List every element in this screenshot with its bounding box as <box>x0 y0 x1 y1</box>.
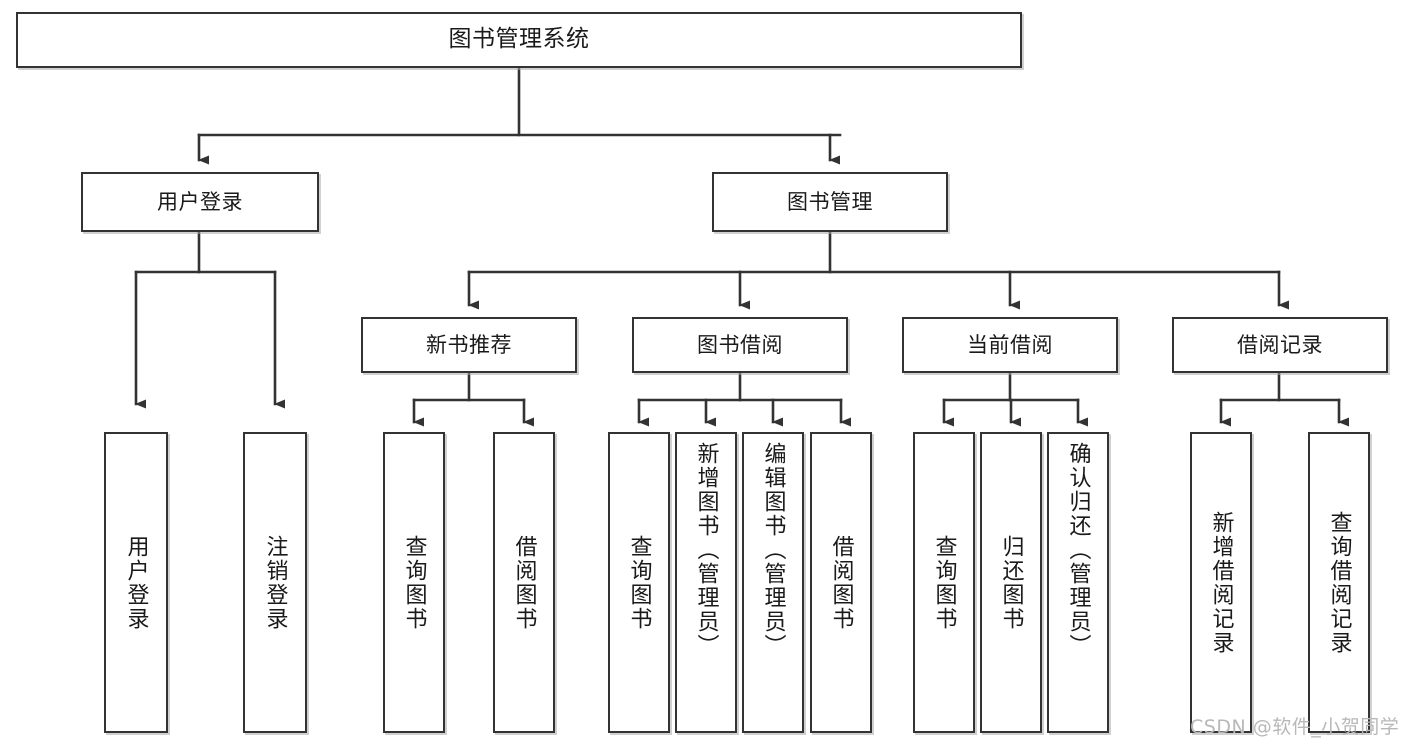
node-borrow-record-label: 借阅记录 <box>1237 332 1323 357</box>
node-root-system-label: 图书管理系统 <box>448 26 590 53</box>
node-borrow-record[interactable]: 借阅记录 <box>1172 317 1388 373</box>
node-leaf-borrow-record-add[interactable]: 新增借阅记录 <box>1190 432 1252 733</box>
node-leaf-current-borrow-confirm[interactable]: 确认归还（管理员） <box>1047 432 1109 733</box>
node-leaf-current-borrow-query[interactable]: 查询图书 <box>913 432 975 733</box>
watermark-text: CSDN @软件_小贺同学 <box>1190 716 1400 738</box>
node-user-login[interactable]: 用户登录 <box>81 172 319 232</box>
node-new-book-recommend[interactable]: 新书推荐 <box>361 317 577 373</box>
node-current-borrow-label: 当前借阅 <box>967 332 1053 357</box>
node-leaf-book-borrow-add-label: 新增图书（管理员） <box>693 442 719 658</box>
node-leaf-user-login-login-label: 用户登录 <box>123 534 149 631</box>
node-leaf-book-borrow-query[interactable]: 查询图书 <box>608 432 670 733</box>
node-leaf-book-borrow-query-label: 查询图书 <box>626 534 652 631</box>
node-leaf-new-book-query[interactable]: 查询图书 <box>383 432 445 733</box>
node-leaf-borrow-record-add-label: 新增借阅记录 <box>1208 510 1234 655</box>
node-user-login-label: 用户登录 <box>157 189 243 214</box>
node-book-borrow[interactable]: 图书借阅 <box>632 317 848 373</box>
node-leaf-user-login-logout[interactable]: 注销登录 <box>243 432 307 733</box>
node-current-borrow[interactable]: 当前借阅 <box>902 317 1118 373</box>
node-leaf-new-book-borrow-label: 借阅图书 <box>511 534 537 631</box>
node-leaf-current-borrow-return[interactable]: 归还图书 <box>980 432 1042 733</box>
node-book-borrow-label: 图书借阅 <box>697 332 783 357</box>
node-leaf-user-login-logout-label: 注销登录 <box>262 534 288 631</box>
node-leaf-book-borrow-add[interactable]: 新增图书（管理员） <box>675 432 737 733</box>
node-leaf-book-borrow-edit-label: 编辑图书（管理员） <box>760 442 786 658</box>
node-leaf-current-borrow-confirm-label: 确认归还（管理员） <box>1065 442 1091 658</box>
node-leaf-book-borrow-edit[interactable]: 编辑图书（管理员） <box>742 432 804 733</box>
node-leaf-new-book-query-label: 查询图书 <box>401 534 427 631</box>
node-leaf-current-borrow-return-label: 归还图书 <box>998 534 1024 631</box>
node-leaf-new-book-borrow[interactable]: 借阅图书 <box>493 432 555 733</box>
node-leaf-book-borrow-borrow[interactable]: 借阅图书 <box>810 432 872 733</box>
node-leaf-user-login-login[interactable]: 用户登录 <box>104 432 168 733</box>
node-root-system[interactable]: 图书管理系统 <box>16 12 1022 68</box>
node-leaf-book-borrow-borrow-label: 借阅图书 <box>828 534 854 631</box>
node-leaf-borrow-record-query-label: 查询借阅记录 <box>1326 510 1352 655</box>
node-leaf-borrow-record-query[interactable]: 查询借阅记录 <box>1308 432 1370 733</box>
node-book-management[interactable]: 图书管理 <box>712 172 948 232</box>
node-leaf-current-borrow-query-label: 查询图书 <box>931 534 957 631</box>
node-book-management-label: 图书管理 <box>787 189 873 214</box>
node-new-book-recommend-label: 新书推荐 <box>426 332 512 357</box>
